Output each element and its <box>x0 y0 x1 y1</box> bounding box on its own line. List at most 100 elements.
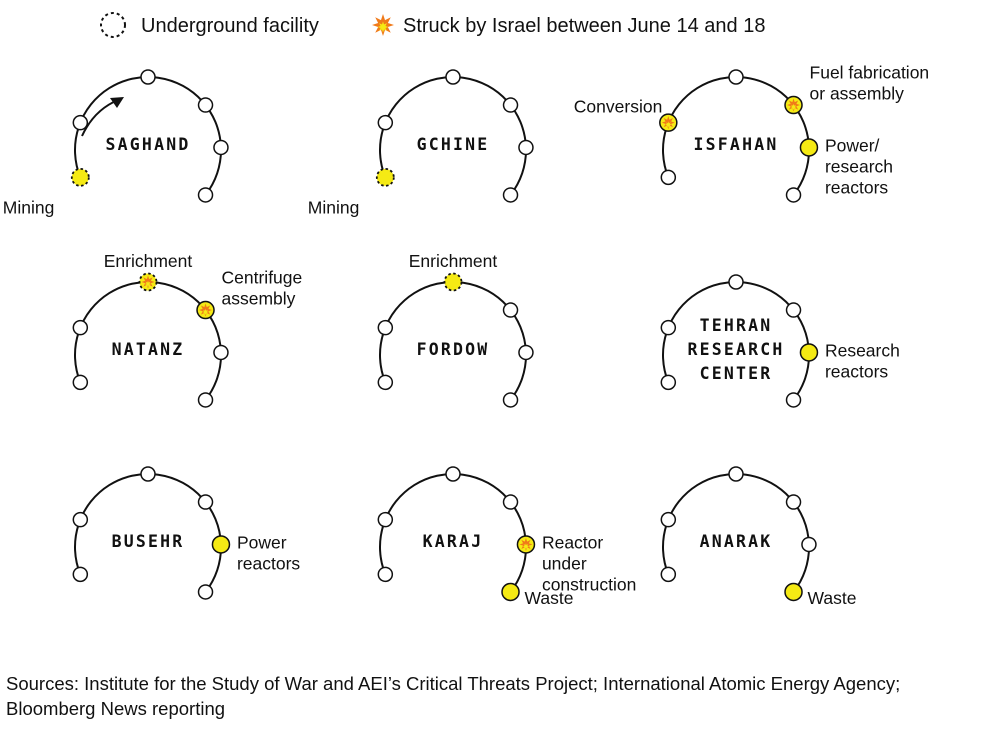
stage-label-mining: Mining <box>3 197 55 217</box>
explosion-icon <box>372 14 394 36</box>
stage-node-power-reactors <box>211 535 231 554</box>
stage-node <box>72 114 89 131</box>
stage-node <box>728 466 744 482</box>
stage-label-line: assembly <box>222 289 296 309</box>
site-name: GCHINE <box>417 135 490 154</box>
stage-label-line: or assembly <box>810 84 905 104</box>
explosion-icon <box>661 116 675 130</box>
stage-node-mining <box>70 167 90 187</box>
stage-label-line: Waste <box>808 588 857 608</box>
site-name: TEHRAN <box>700 316 773 335</box>
stage-node-enrichment <box>138 272 158 292</box>
stage-label-line: Conversion <box>574 97 663 117</box>
stage-label-line: Waste <box>525 588 574 608</box>
explosion-icon <box>787 98 801 112</box>
stage-label-line: Centrifuge <box>222 268 303 288</box>
site-name: CENTER <box>700 364 773 383</box>
site-name: BUSEHR <box>112 532 185 551</box>
explosion-icon <box>519 537 533 551</box>
explosion-icon <box>199 303 213 317</box>
stage-label-line: Mining <box>308 197 360 217</box>
stage-node <box>660 319 677 336</box>
stage-label-line: reactors <box>825 361 888 381</box>
stage-node <box>140 69 156 85</box>
stage-node-enrichment <box>443 272 463 292</box>
stage-label-line: Reactor <box>542 532 603 552</box>
stage-node-waste <box>501 582 520 602</box>
stage-label-line: reactors <box>237 553 300 573</box>
stage-node <box>502 494 519 510</box>
facility-panels: SAGHANDMiningGCHINEMiningISFAHANConversi… <box>3 63 929 608</box>
stage-node <box>72 566 89 583</box>
stage-label-line: Mining <box>3 197 55 217</box>
site-name: ANARAK <box>700 532 773 551</box>
stage-node <box>785 494 802 510</box>
stage-node <box>197 584 214 600</box>
stage-node <box>502 302 519 318</box>
site-name: NATANZ <box>112 340 185 359</box>
stage-node <box>72 374 89 391</box>
stage-node <box>728 274 744 290</box>
stage-label-line: reactors <box>825 177 888 197</box>
stage-node <box>377 319 394 336</box>
stage-node <box>213 344 229 361</box>
stage-node <box>197 97 214 113</box>
stage-node <box>72 319 89 336</box>
stage-node <box>660 169 677 186</box>
stage-node <box>502 392 519 408</box>
stage-node <box>377 566 394 583</box>
stage-node <box>445 69 461 85</box>
stage-node-reactor-under-construction <box>516 535 536 554</box>
stage-label-line: Power/ <box>825 135 880 155</box>
stage-node <box>785 302 802 318</box>
stage-label-line: construction <box>542 574 636 594</box>
stage-node-centrifuge-assembly <box>196 300 215 320</box>
stage-label-line: Research <box>825 340 900 360</box>
stage-label-line: under <box>542 553 587 573</box>
explosion-icon <box>141 275 155 289</box>
facility-anarak: ANARAK Waste <box>660 466 857 608</box>
stage-node-power-research-reactors <box>799 138 819 157</box>
stage-label-waste: Waste <box>525 588 574 608</box>
stage-node <box>660 566 677 583</box>
stage-node <box>785 187 802 203</box>
stage-node <box>377 114 394 131</box>
stage-node-conversion <box>659 113 678 132</box>
stage-node <box>502 187 519 203</box>
stage-node <box>197 392 214 408</box>
arrow-icon <box>81 97 124 137</box>
stage-node <box>197 187 214 203</box>
legend-struck-label: Struck by Israel between June 14 and 18 <box>403 15 765 37</box>
stage-node-mining <box>375 167 395 187</box>
stage-node-research-reactors <box>799 343 819 362</box>
stage-node <box>377 374 394 391</box>
stage-label-line: Enrichment <box>409 251 498 271</box>
stage-label-enrichment: Enrichment <box>409 251 498 271</box>
stage-node <box>518 344 534 361</box>
stage-node <box>728 69 744 85</box>
site-name: RESEARCH <box>687 340 784 359</box>
stage-node <box>801 536 817 553</box>
stage-node <box>445 466 461 482</box>
stage-label-line: Power <box>237 532 287 552</box>
explosion-icon <box>372 14 394 36</box>
site-name: SAGHAND <box>106 135 191 154</box>
stage-label-line: research <box>825 156 893 176</box>
stage-node <box>785 392 802 408</box>
stage-label-line: Enrichment <box>104 251 193 271</box>
facility-gchine: GCHINE Mining <box>308 69 534 217</box>
site-name: KARAJ <box>423 532 484 551</box>
stage-label-line: Fuel fabrication <box>810 63 930 83</box>
